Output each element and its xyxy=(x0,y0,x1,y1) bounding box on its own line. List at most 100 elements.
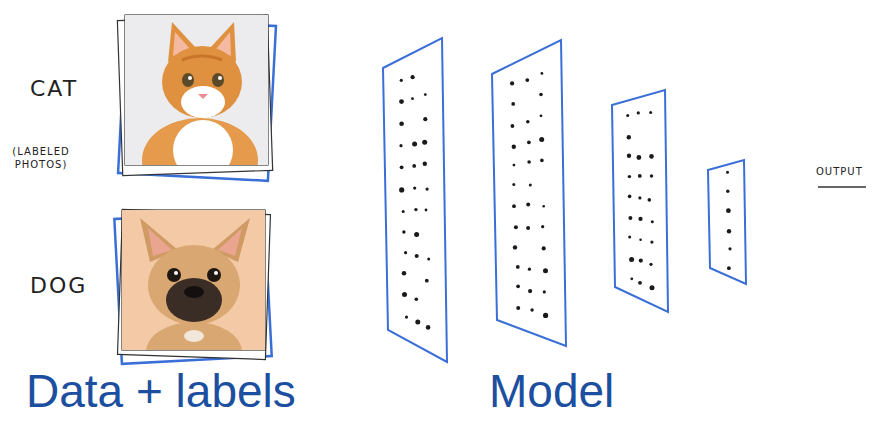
cat-photo xyxy=(125,15,268,165)
neuron-dot xyxy=(512,145,516,149)
neuron-dot xyxy=(627,135,631,139)
neuron-dot xyxy=(427,258,430,261)
neuron-dot xyxy=(512,204,516,208)
neuron-dot xyxy=(539,93,543,97)
neuron-dot xyxy=(413,187,416,190)
neuron-dot xyxy=(727,229,731,233)
neuron-dot xyxy=(651,220,654,223)
neuron-dot xyxy=(415,254,419,258)
neuron-dot xyxy=(510,81,514,85)
neuron-dot xyxy=(543,268,548,273)
neuron-dot xyxy=(628,216,632,220)
neuron-dot xyxy=(399,121,404,126)
neuron-dot xyxy=(638,281,642,285)
output-line xyxy=(818,186,866,188)
layer-panel xyxy=(612,90,668,312)
neuron-dot xyxy=(639,259,643,263)
layer-panel xyxy=(383,38,447,362)
neuron-dot xyxy=(650,285,655,290)
section-caption: Data + labels xyxy=(26,368,296,414)
neuron-dot xyxy=(541,72,544,75)
neuron-dot xyxy=(528,268,531,271)
neuron-dot xyxy=(511,124,515,128)
neuron-dot xyxy=(425,209,428,212)
class-label: DOG xyxy=(30,273,87,298)
neuron-dot xyxy=(527,140,531,144)
neuron-dot xyxy=(542,205,545,208)
dog-photo xyxy=(122,210,265,350)
layer-panel xyxy=(708,160,746,284)
neuron-dot xyxy=(649,154,654,159)
neuron-dot xyxy=(402,292,407,297)
note-label: (LABELED PHOTOS) xyxy=(8,146,74,171)
neuron-dot xyxy=(414,208,417,211)
neuron-dot xyxy=(526,120,530,124)
neuron-dot xyxy=(637,155,642,160)
neuron-dot xyxy=(726,190,729,193)
neuron-dot xyxy=(539,137,544,142)
neuron-dot xyxy=(414,232,419,237)
neuron-dot xyxy=(541,225,544,228)
neuron-dot xyxy=(513,245,517,249)
neuron-dot xyxy=(399,99,404,104)
neuron-dot xyxy=(638,217,642,221)
neuron-dot xyxy=(628,175,631,178)
neuron-dot xyxy=(526,226,530,230)
neuron-dot xyxy=(400,79,403,82)
neuron-dot xyxy=(399,144,402,147)
neuron-dot xyxy=(628,236,631,239)
neuron-dot xyxy=(650,174,653,177)
network-layers xyxy=(383,38,746,362)
neuron-dot xyxy=(525,78,529,82)
neuron-dot xyxy=(526,203,530,207)
neuron-dot xyxy=(630,277,633,280)
neuron-dot xyxy=(405,316,408,319)
neuron-dot xyxy=(411,97,414,100)
neuron-dot xyxy=(516,265,520,269)
neuron-dot xyxy=(628,195,632,199)
neuron-dot xyxy=(637,111,640,114)
neuron-dot xyxy=(726,208,731,213)
neuron-dot xyxy=(627,154,631,158)
neuron-dot xyxy=(649,111,652,114)
neuron-dot xyxy=(514,225,518,229)
neuron-dot xyxy=(626,114,629,117)
photo-stack xyxy=(117,15,276,202)
neuron-dot xyxy=(423,162,427,166)
output-label: OUTPUT xyxy=(816,166,863,177)
neuron-dot xyxy=(638,196,641,199)
neuron-dot xyxy=(543,290,546,293)
neuron-dot xyxy=(424,93,427,96)
neuron-dot xyxy=(426,325,431,330)
neuron-dot xyxy=(402,271,407,276)
neuron-dot xyxy=(411,75,415,79)
neuron-dot xyxy=(423,117,427,121)
neuron-dot xyxy=(511,102,515,106)
neuron-dot xyxy=(638,174,642,178)
neuron-dot xyxy=(513,164,516,167)
neuron-dot xyxy=(404,251,407,254)
neuron-dot xyxy=(727,266,731,270)
class-label: CAT xyxy=(30,76,78,101)
neuron-dot xyxy=(543,313,548,318)
neuron-dot xyxy=(415,319,420,324)
neuron-dot xyxy=(402,210,405,213)
neuron-dot xyxy=(415,298,419,302)
neuron-dot xyxy=(648,198,652,202)
neuron-dot xyxy=(426,188,429,191)
neuron-dot xyxy=(402,230,405,233)
neuron-dot xyxy=(399,187,404,192)
layer-panel xyxy=(492,40,566,346)
neuron-dot xyxy=(512,183,515,186)
neuron-dot xyxy=(542,246,546,250)
neuron-dot xyxy=(530,308,533,311)
neuron-dot xyxy=(540,114,543,117)
neuron-dot xyxy=(528,289,532,293)
neuron-dot xyxy=(412,142,417,147)
neuron-dot xyxy=(650,241,653,244)
neuron-dot xyxy=(728,247,731,250)
neuron-dot xyxy=(527,160,531,164)
neuron-dot xyxy=(629,257,634,262)
neuron-dot xyxy=(516,284,520,288)
